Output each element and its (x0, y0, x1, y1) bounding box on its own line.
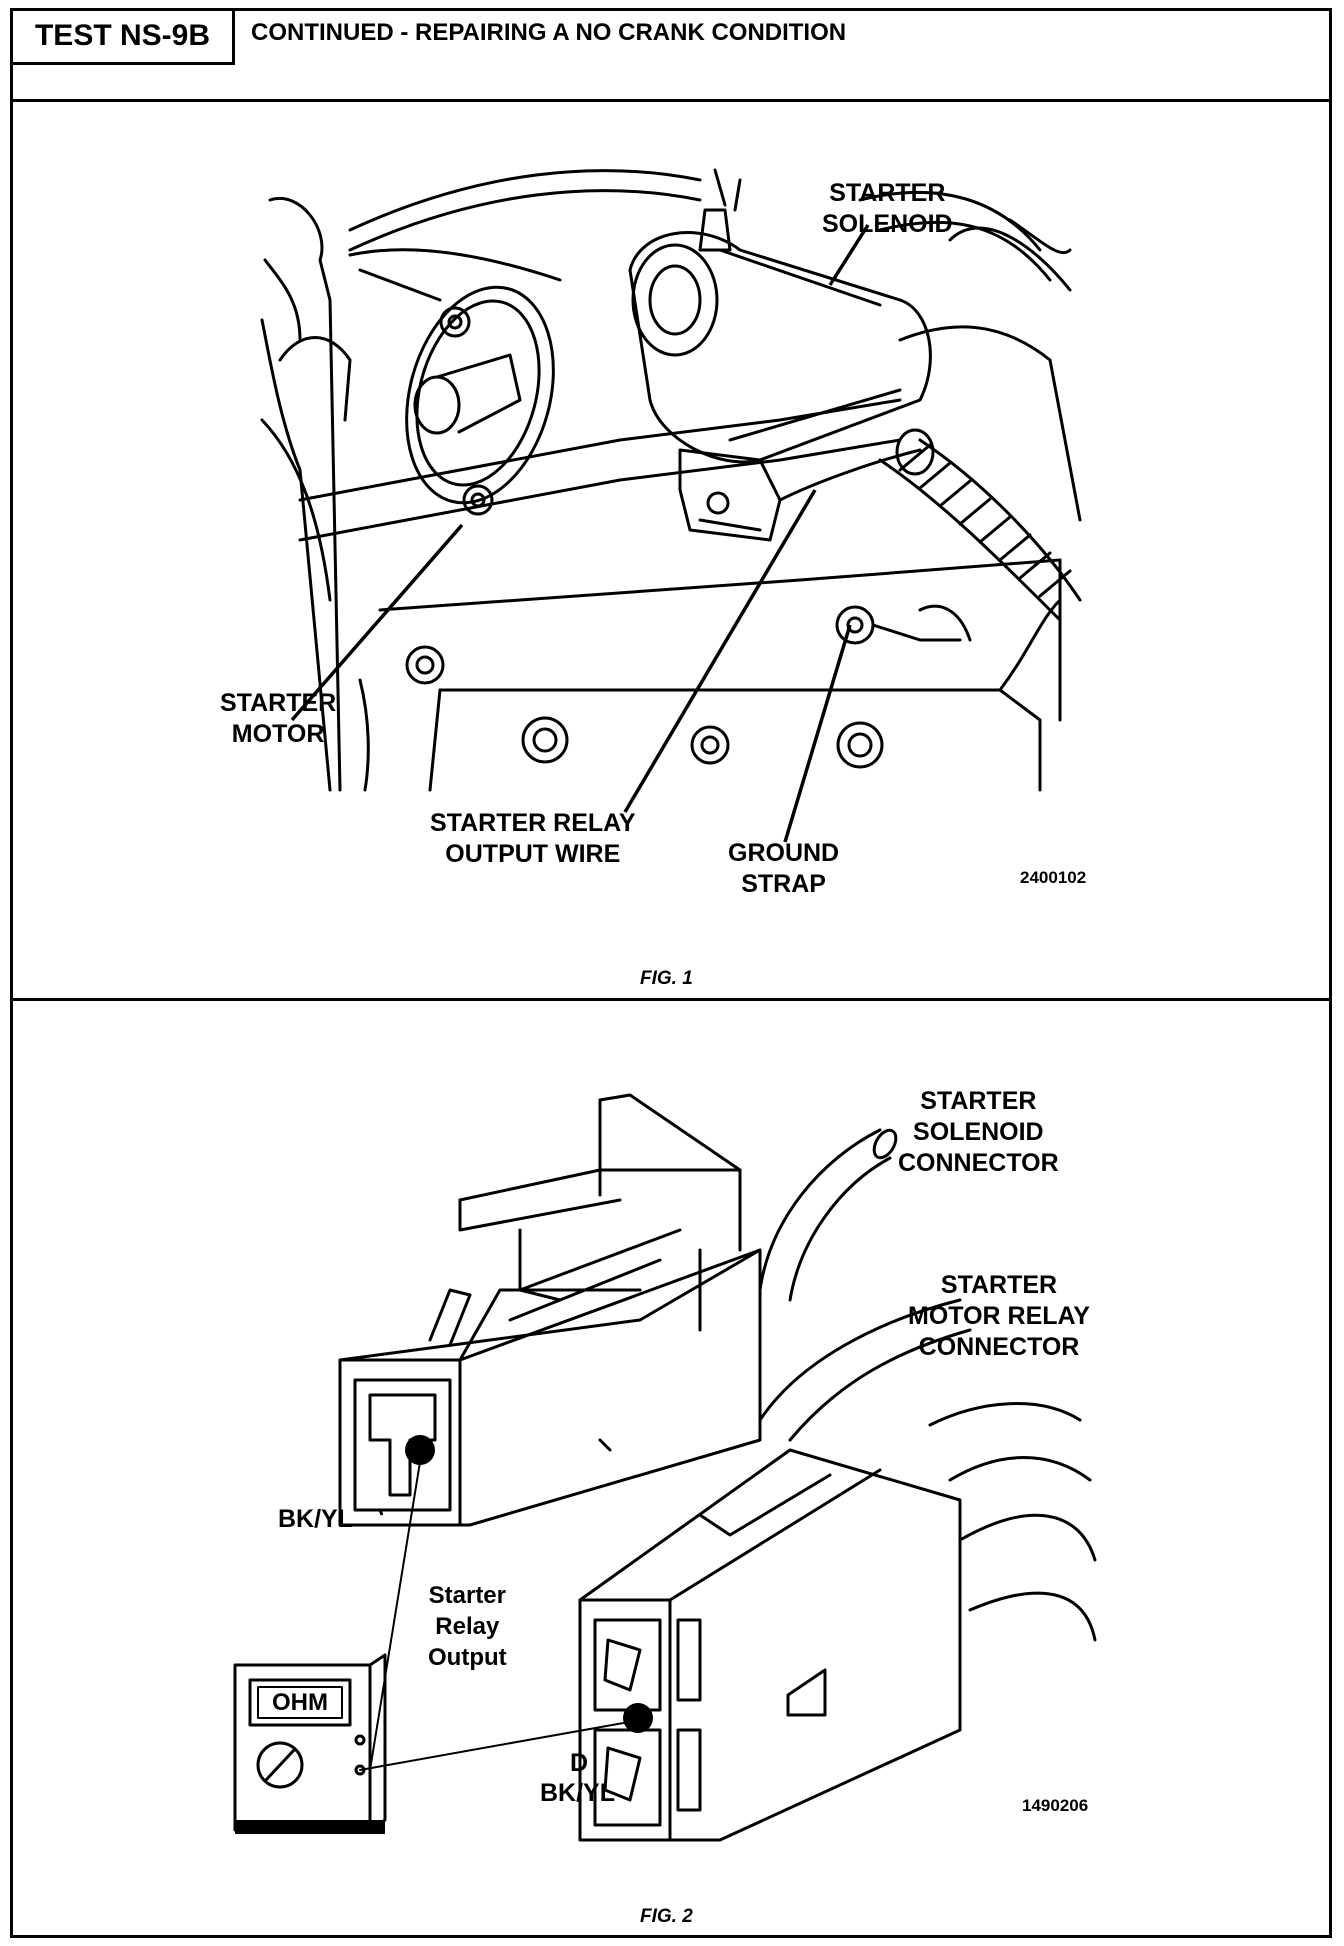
figure-divider (13, 998, 1329, 1001)
page-frame: TEST NS-9B CONTINUED - REPAIRING A NO CR… (10, 8, 1332, 1938)
figure2-image-id: 1490206 (1022, 1796, 1089, 1815)
label-line: OUTPUT WIRE (445, 840, 621, 868)
label-line: STARTER (220, 689, 337, 717)
figure1-caption: FIG. 1 (640, 968, 693, 989)
header-divider (13, 99, 1329, 102)
label-line: CONNECTOR (918, 1333, 1080, 1361)
label-line: STARTER (940, 1271, 1058, 1299)
label-ground-strap: GROUND STRAP (728, 838, 839, 900)
label-line: CONNECTOR (898, 1149, 1059, 1177)
label-starter-motor: STARTER MOTOR (220, 688, 336, 750)
label-line: Relay (435, 1613, 500, 1640)
test-id: TEST NS-9B (13, 11, 235, 65)
label-line: GROUND (728, 839, 840, 867)
figure1-starter-illustration (260, 168, 1082, 843)
label-starter-relay-output-wire: STARTER RELAY OUTPUT WIRE (430, 808, 636, 870)
page-title: CONTINUED - REPAIRING A NO CRANK CONDITI… (251, 19, 847, 46)
label-line: STARTER (829, 179, 946, 207)
figure1-image-id: 2400102 (1020, 868, 1087, 887)
label-starter-motor-relay-connector: STARTER MOTOR RELAY CONNECTOR (908, 1270, 1090, 1363)
probe-point-solenoid (405, 1435, 435, 1465)
label-line: SOLENOID (913, 1118, 1044, 1146)
figure2-caption: FIG. 2 (640, 1906, 693, 1927)
label-line: STARTER (920, 1087, 1037, 1115)
label-line: STARTER RELAY (430, 809, 636, 837)
label-line: Output (428, 1644, 507, 1671)
label-starter-solenoid: STARTER SOLENOID (822, 178, 953, 240)
label-bk-yl-solenoid: BK/YL (278, 1505, 353, 1533)
label-line: MOTOR RELAY (908, 1302, 1090, 1330)
label-starter-solenoid-connector: STARTER SOLENOID CONNECTOR (898, 1086, 1059, 1179)
label-bk-yl-relay: BK/YL (540, 1779, 615, 1807)
figure2-connector-illustration (233, 1093, 1097, 1842)
label-starter-relay-output: Starter Relay Output (428, 1580, 507, 1673)
label-terminal-d: D (570, 1749, 589, 1777)
label-line: SOLENOID (822, 210, 953, 238)
probe-point-relay (623, 1703, 653, 1733)
label-line: STRAP (741, 870, 826, 898)
ohm-meter-display: OHM (272, 1689, 328, 1716)
label-line: MOTOR (231, 720, 325, 748)
label-line: Starter (428, 1582, 506, 1609)
